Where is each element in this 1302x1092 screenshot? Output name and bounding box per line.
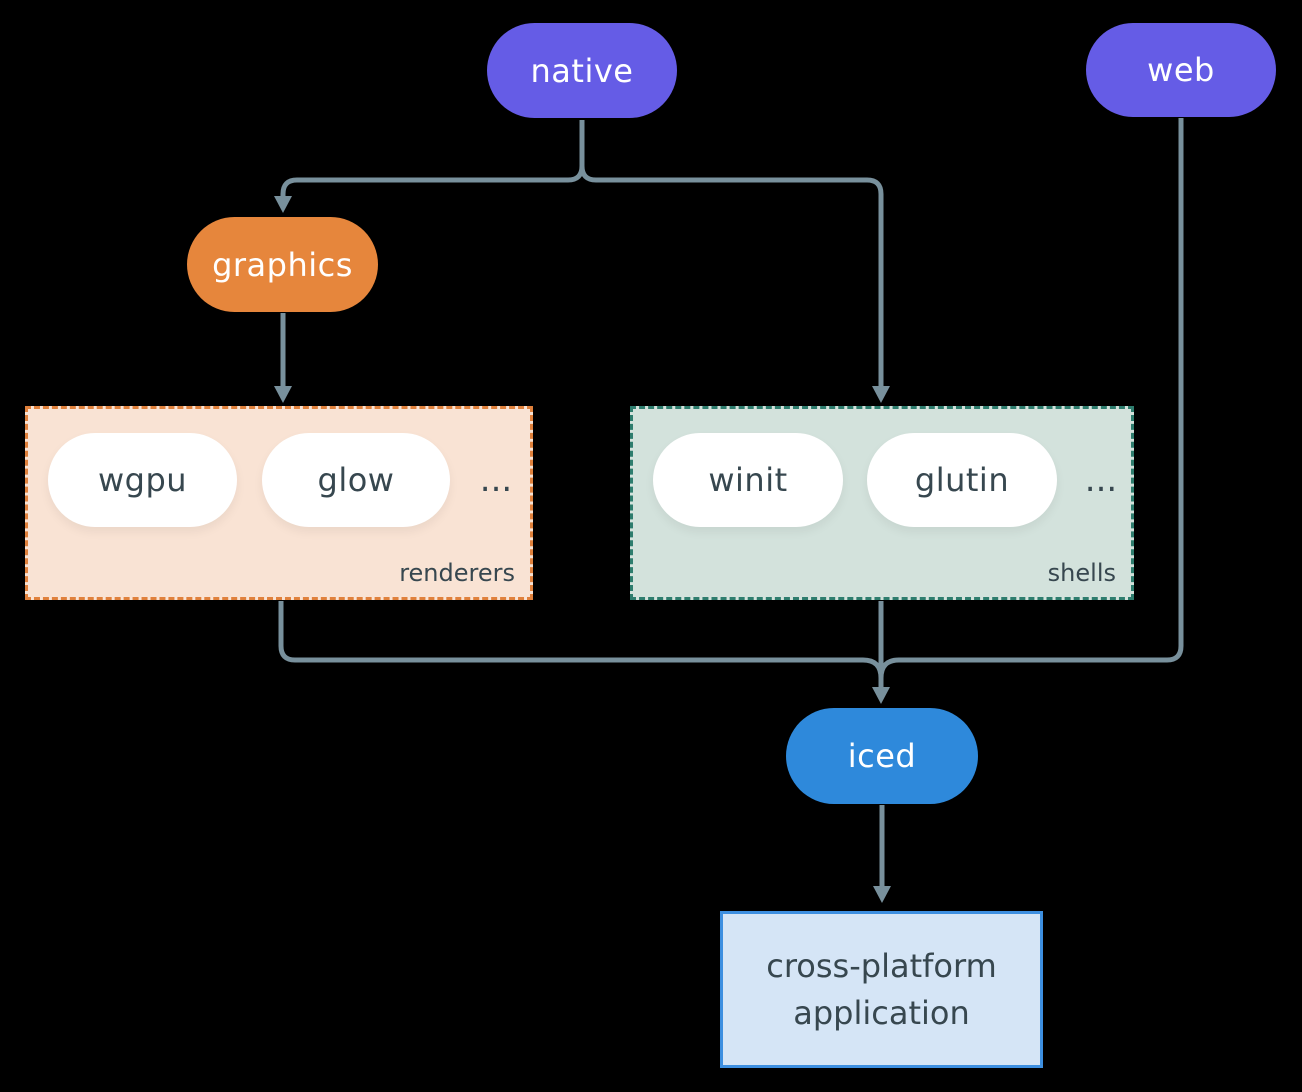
arrowhead-into-graphics: [274, 196, 292, 213]
node-cross-platform-application: cross-platform application: [720, 911, 1043, 1068]
node-graphics-label: graphics: [212, 245, 353, 284]
app-label-line1: cross-platform: [766, 947, 997, 986]
node-winit: winit: [653, 433, 843, 527]
node-glutin-label: glutin: [914, 461, 1010, 499]
edge-native-graphics: [280, 120, 585, 197]
arrowhead-into-iced: [872, 687, 890, 704]
arrowhead-into-shells: [872, 386, 890, 403]
group-shells: winit glutin ... shells: [630, 406, 1134, 600]
edge-native-shells: [579, 120, 884, 386]
arrowhead-into-renderers: [274, 386, 292, 403]
node-glow-label: glow: [317, 461, 395, 499]
shells-ellipsis: ...: [1084, 460, 1118, 500]
edge-web-iced: [878, 118, 1184, 679]
group-renderers: wgpu glow ... renderers: [25, 406, 533, 600]
renderers-ellipsis: ...: [479, 460, 513, 500]
arrowhead-into-app: [873, 886, 891, 903]
app-label-line2: application: [793, 993, 970, 1032]
node-iced-label: iced: [847, 737, 917, 775]
node-graphics: graphics: [187, 217, 378, 312]
node-web-label: web: [1147, 51, 1215, 89]
edge-renderers-iced: [278, 601, 884, 679]
node-native-label: native: [530, 51, 634, 90]
node-native: native: [487, 23, 677, 118]
node-wgpu-label: wgpu: [97, 461, 188, 499]
node-web: web: [1086, 23, 1276, 117]
group-shells-label: shells: [1047, 559, 1116, 587]
group-renderers-label: renderers: [399, 559, 515, 587]
node-winit-label: winit: [708, 461, 788, 499]
node-glutin: glutin: [867, 433, 1057, 527]
node-iced: iced: [786, 708, 978, 804]
node-glow: glow: [262, 433, 450, 527]
node-wgpu: wgpu: [48, 433, 237, 527]
